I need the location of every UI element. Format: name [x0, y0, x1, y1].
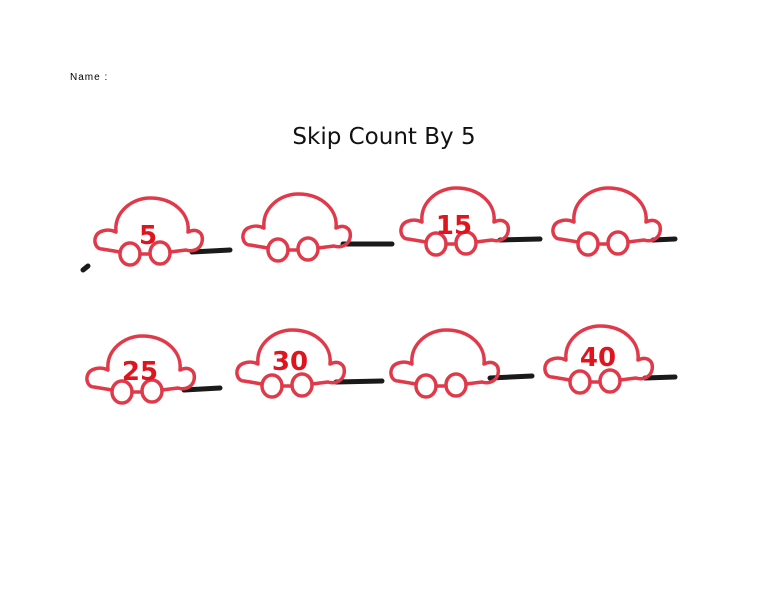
car-number: 25 — [122, 357, 158, 387]
road-dash — [642, 374, 678, 381]
road-dash — [181, 385, 223, 393]
car-4 — [551, 186, 663, 257]
road-row-2 — [181, 373, 678, 393]
road-dash — [80, 263, 91, 273]
car-number: 15 — [436, 211, 472, 241]
car-7 — [389, 328, 501, 399]
car-2 — [241, 192, 353, 263]
road-dash — [497, 236, 543, 243]
car-number: 5 — [139, 221, 157, 251]
car-1: 5 — [93, 196, 205, 267]
road-dash — [189, 247, 233, 255]
car-number: 30 — [272, 347, 308, 377]
car-rows: 5 15 25 30 40 — [70, 180, 690, 430]
car-6: 30 — [235, 328, 347, 399]
car-8: 40 — [543, 324, 655, 395]
name-label: Name : — [70, 72, 109, 83]
car-number: 40 — [580, 343, 616, 373]
road-dash — [333, 378, 385, 385]
car-3: 15 — [399, 186, 511, 257]
car-sequence: 5 15 25 30 40 — [80, 186, 678, 405]
car-5: 25 — [85, 334, 197, 405]
worksheet-title: Skip Count By 5 — [292, 124, 476, 150]
